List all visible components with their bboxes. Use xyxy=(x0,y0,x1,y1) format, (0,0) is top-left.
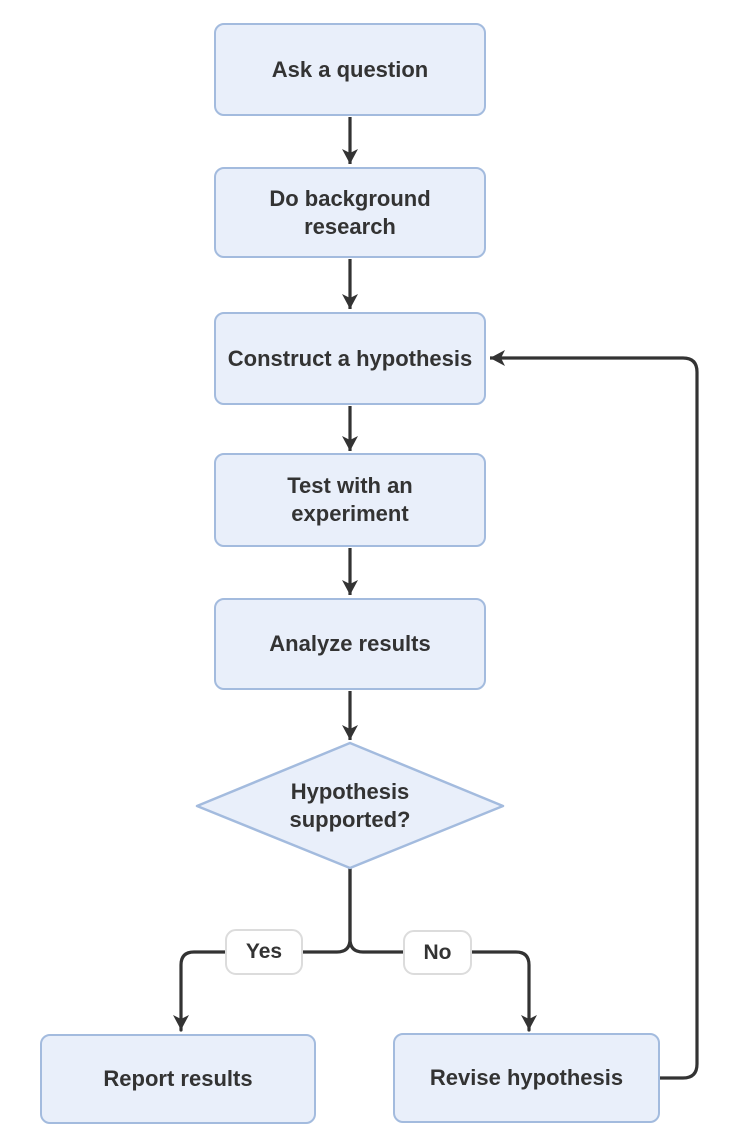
node-construct-hypothesis: Construct a hypothesis xyxy=(214,312,486,405)
node-background-research-label: Do background research xyxy=(269,185,431,239)
node-revise-hypothesis: Revise hypothesis xyxy=(393,1033,660,1123)
node-report-results-label: Report results xyxy=(103,1066,253,1092)
decision-diamond-shape xyxy=(195,741,505,870)
branch-label-no: No xyxy=(403,930,472,975)
branch-label-yes-text: Yes xyxy=(245,940,283,963)
connector-revise-loop xyxy=(490,350,699,1080)
node-ask-question: Ask a question xyxy=(214,23,486,116)
node-analyze-results-label: Analyze results xyxy=(269,631,431,657)
node-test-experiment: Test with an experiment xyxy=(214,453,486,547)
node-report-results: Report results xyxy=(40,1034,316,1124)
node-hypothesis-supported: Hypothesis supported? xyxy=(197,743,503,868)
node-test-experiment-label: Test with an experiment xyxy=(287,473,413,526)
branch-label-yes: Yes xyxy=(225,929,303,975)
node-background-research: Do background research xyxy=(214,167,486,258)
node-hypothesis-supported-label: Hypothesis supported? xyxy=(289,778,411,832)
branch-label-no-text: No xyxy=(423,940,452,964)
node-ask-question-label: Ask a question xyxy=(271,56,429,82)
node-construct-hypothesis-label: Construct a hypothesis xyxy=(227,345,473,371)
node-revise-hypothesis-label: Revise hypothesis xyxy=(429,1065,624,1091)
node-analyze-results: Analyze results xyxy=(214,598,486,690)
